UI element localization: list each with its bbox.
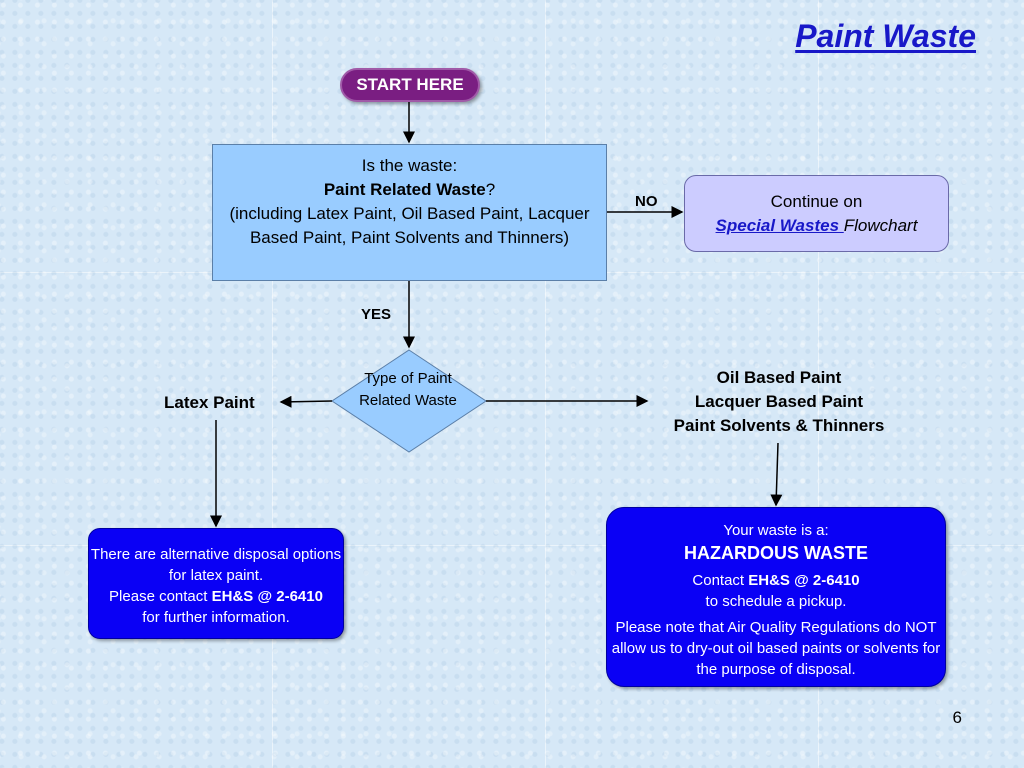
page-title: Paint Waste — [795, 18, 976, 54]
question-box: Is the waste: Paint Related Waste? (incl… — [212, 144, 607, 281]
latex-alt-text: There are alternative disposal options f… — [90, 546, 342, 584]
yes-edge-label: YES — [361, 306, 392, 323]
continue-text: Continue on — [770, 192, 863, 211]
hazard-note: Please note that Air Quality Regulations… — [611, 619, 941, 678]
question-detail: (including Latex Paint, Oil Based Paint,… — [229, 204, 590, 247]
no-edge-label: NO — [635, 193, 658, 210]
lacquer-based-paint-label: Lacquer Based Paint — [694, 392, 864, 411]
page-number: 6 — [952, 708, 962, 727]
decision-label: Type of Paint Related Waste — [359, 370, 457, 409]
question-mark: ? — [485, 180, 496, 199]
hazard-contact-prefix: Contact — [692, 572, 749, 589]
hazard-contact-number: EH&S @ 2-6410 — [748, 572, 860, 589]
latex-contact-prefix: Please contact — [109, 588, 212, 605]
latex-outcome-box: There are alternative disposal options f… — [88, 528, 344, 639]
hazard-contact: Contact EH&S @ 2-6410 — [607, 570, 945, 591]
hazardous-outcome-box: Your waste is a: HAZARDOUS WASTE Contact… — [606, 507, 946, 687]
solvents-thinners-label: Paint Solvents & Thinners — [673, 416, 885, 435]
flowchart-text: Flowchart — [843, 216, 918, 235]
arrow-oil-to-hazard — [770, 442, 783, 507]
latex-paint-label: Latex Paint — [164, 393, 255, 412]
decision-diamond — [331, 349, 487, 453]
hazard-pickup: to schedule a pickup. — [705, 593, 847, 610]
special-wastes-link[interactable]: Special Wastes — [715, 216, 844, 235]
latex-further-info: for further information. — [142, 609, 290, 626]
oil-based-group: Oil Based Paint Lacquer Based Paint Pain… — [640, 366, 918, 438]
oil-based-paint-label: Oil Based Paint — [716, 368, 842, 387]
question-bold: Paint Related Waste — [323, 180, 486, 199]
latex-contact-number: EH&S @ 2-6410 — [211, 588, 323, 605]
hazard-intro: Your waste is a: — [723, 522, 829, 539]
hazard-headline: HAZARDOUS WASTE — [684, 543, 868, 563]
arrow-diamond-to-latex — [279, 395, 333, 408]
question-intro: Is the waste: — [361, 156, 458, 175]
start-node: START HERE — [340, 68, 480, 102]
continue-box: Continue on Special Wastes Flowchart — [684, 175, 949, 252]
